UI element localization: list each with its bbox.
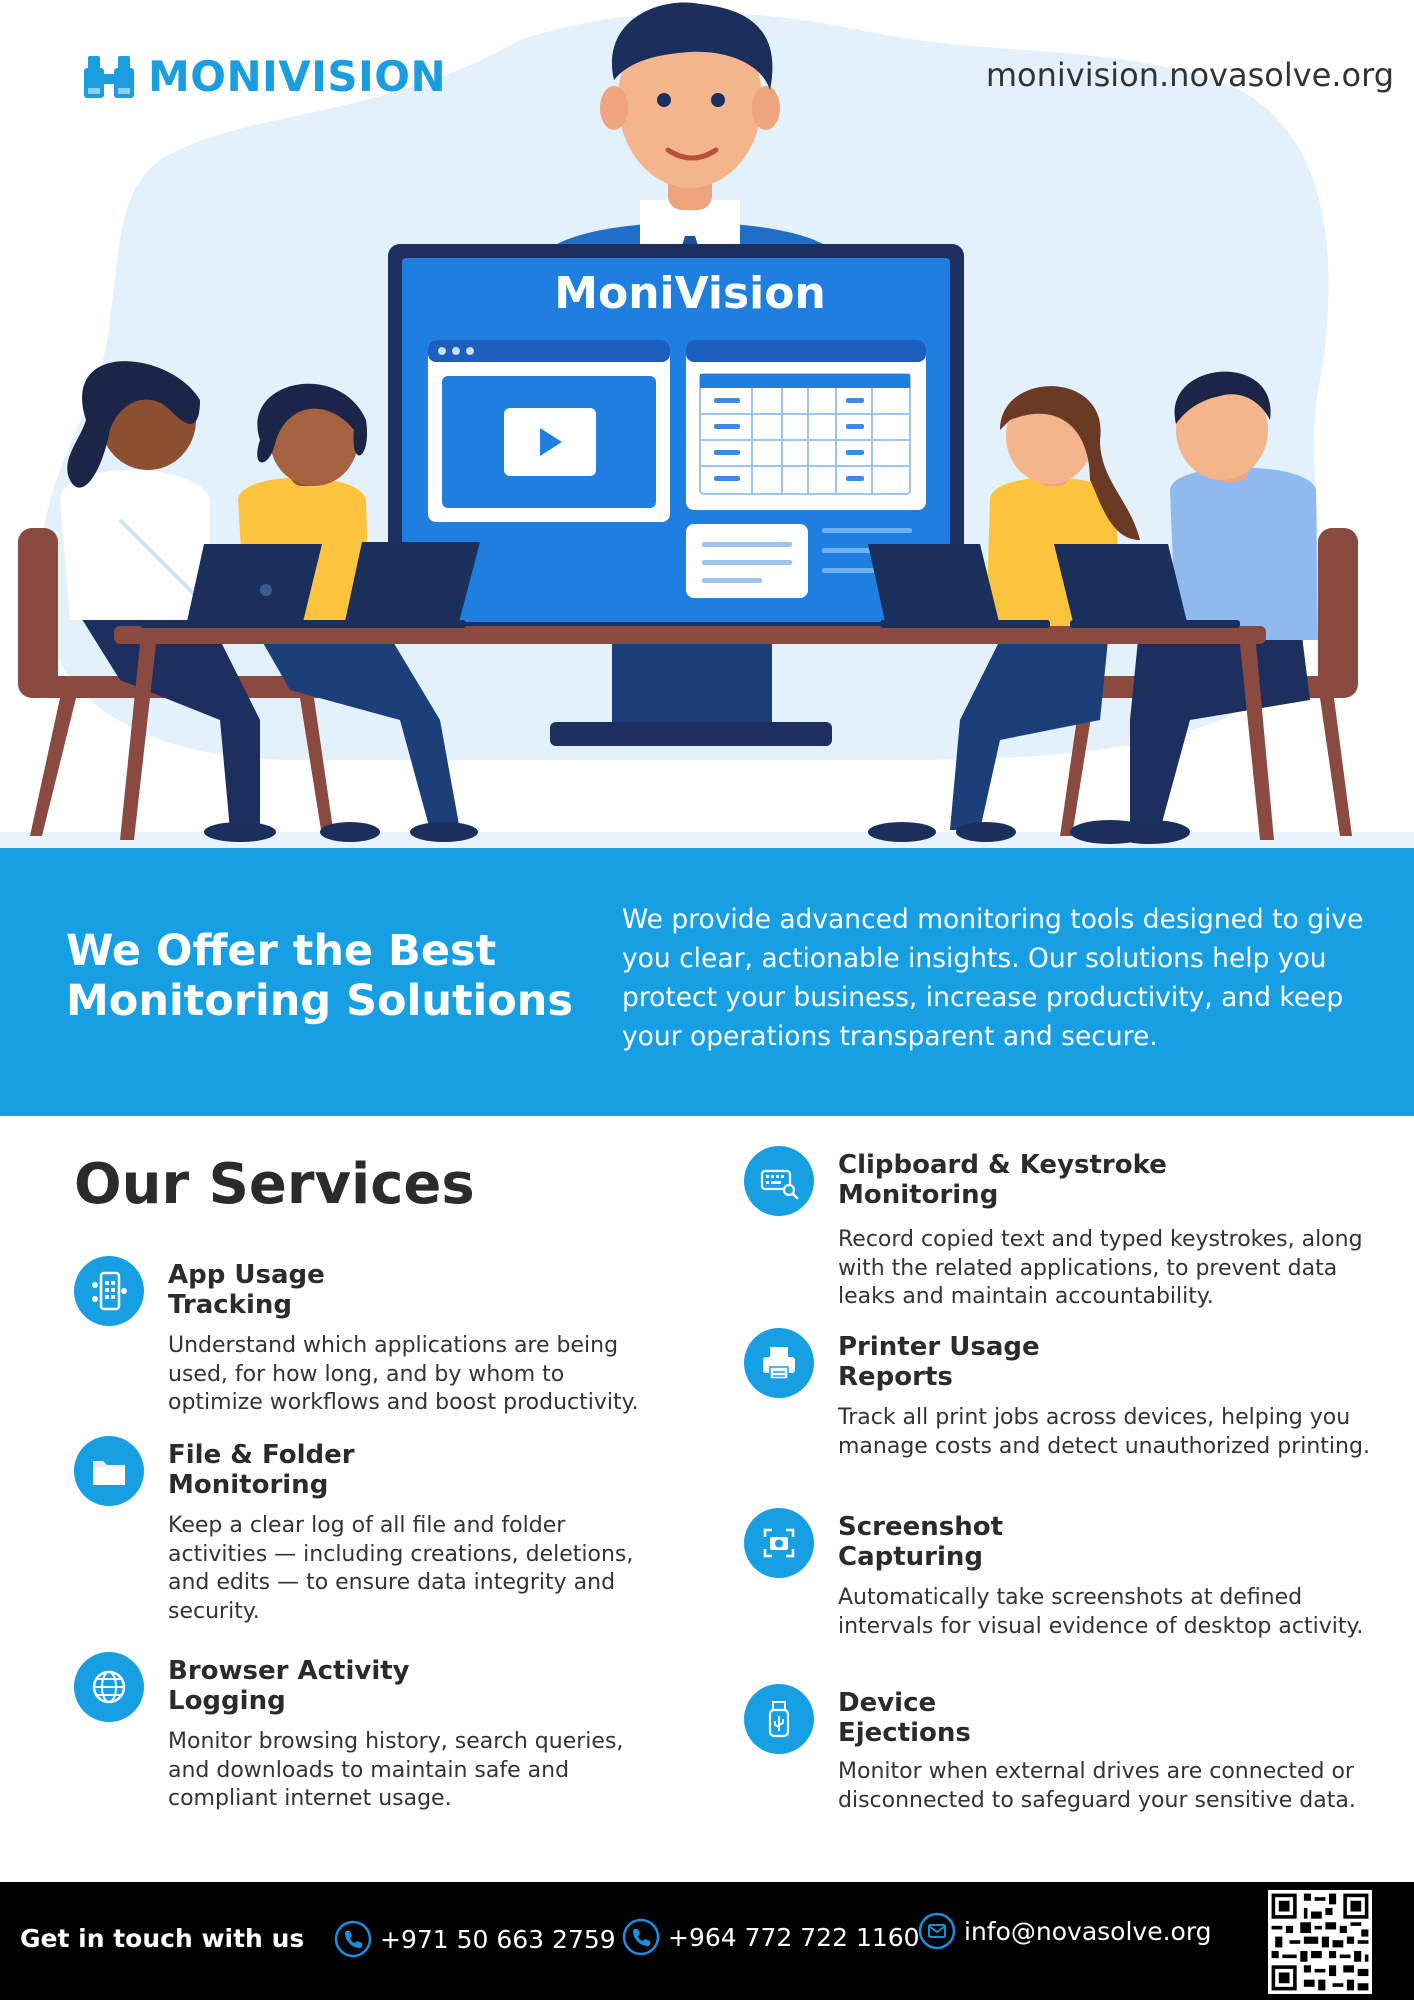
service-title: Printer Usage Reports (838, 1332, 1308, 1392)
banner-title: We Offer the Best Monitoring Solutions (66, 926, 586, 1026)
service-title-line: Clipboard & Keystroke (838, 1150, 1167, 1180)
service-title-line: Screenshot (838, 1512, 1004, 1542)
service-description: Monitor when external drives are connect… (838, 1759, 1356, 1813)
service-title-line: Reports (838, 1362, 953, 1392)
service-title-line: Monitoring (168, 1470, 329, 1500)
service-description: Monitor browsing history, search queries… (168, 1729, 624, 1811)
phone-number: +971 50 663 2759 (380, 1924, 616, 1954)
person-right-1 (868, 386, 1140, 842)
folder-icon (74, 1436, 144, 1506)
service-title-line: App Usage (168, 1260, 325, 1290)
service-description: Understand which applications are being … (168, 1333, 639, 1415)
service-title-line: Logging (168, 1686, 286, 1716)
service-title-line: File & Folder (168, 1440, 355, 1470)
printer-icon (744, 1328, 814, 1398)
banner-title-line: We Offer the Best (66, 926, 497, 976)
hero-illustration: MONIVISION monivision.novasolve.org Moni… (0, 0, 1414, 848)
qr-code-icon[interactable] (1268, 1890, 1372, 1994)
banner-title-line: Monitoring Solutions (66, 976, 573, 1026)
email-contact[interactable]: info@novasolve.org (918, 1912, 1212, 1950)
phone-contact-1[interactable]: +971 50 663 2759 (334, 1920, 616, 1958)
monitor (388, 244, 964, 746)
service-description: Record copied text and typed keystrokes,… (838, 1227, 1363, 1309)
footer-contact-bar: Get in touch with us +971 50 663 2759 +9… (0, 1882, 1414, 2000)
website-url[interactable]: monivision.novasolve.org (985, 56, 1394, 94)
service-title-line: Device (838, 1688, 937, 1718)
email-icon (918, 1912, 956, 1950)
service-description: Track all print jobs across devices, hel… (838, 1405, 1370, 1459)
service-title-line: Browser Activity (168, 1656, 410, 1686)
brand-name: MONIVISION (148, 52, 447, 101)
keyboard-search-icon (744, 1146, 814, 1216)
team-monitoring-illustration (0, 2, 1414, 848)
email-address: info@novasolve.org (964, 1916, 1212, 1946)
globe-icon (74, 1652, 144, 1722)
phone-icon (334, 1920, 372, 1958)
service-title-line: Printer Usage (838, 1332, 1040, 1362)
service-title-line: Capturing (838, 1542, 984, 1572)
mobile-apps-icon (74, 1256, 144, 1326)
service-title: App Usage Tracking (168, 1260, 638, 1320)
usb-drive-icon (744, 1684, 814, 1754)
service-title-line: Monitoring (838, 1180, 999, 1210)
service-title: File & Folder Monitoring (168, 1440, 638, 1500)
banner-description: We provide advanced monitoring tools des… (622, 904, 1364, 1052)
service-title-line: Tracking (168, 1290, 292, 1320)
brand-logo[interactable]: MONIVISION (82, 52, 446, 101)
monitor-screen-title: MoniVision (554, 268, 826, 319)
phone-number: +964 772 722 1160 (668, 1922, 920, 1952)
person-left-1 (60, 361, 276, 842)
service-description: Keep a clear log of all file and folder … (168, 1513, 634, 1624)
person-right-2 (1070, 371, 1318, 844)
service-title: Screenshot Capturing (838, 1512, 1308, 1572)
service-title: Device Ejections (838, 1688, 1308, 1748)
phone-contact-2[interactable]: +964 772 722 1160 (622, 1918, 920, 1956)
service-description: Automatically take screenshots at define… (838, 1585, 1364, 1639)
service-title: Browser Activity Logging (168, 1656, 638, 1716)
service-title: Clipboard & Keystroke Monitoring (838, 1150, 1308, 1210)
service-title-line: Ejections (838, 1718, 971, 1748)
footer-label: Get in touch with us (20, 1924, 305, 1953)
camera-icon (744, 1508, 814, 1578)
phone-icon (622, 1918, 660, 1956)
services-heading: Our Services (74, 1152, 475, 1217)
binoculars-icon (84, 55, 134, 98)
intro-banner: We Offer the Best Monitoring Solutions W… (0, 848, 1414, 1116)
